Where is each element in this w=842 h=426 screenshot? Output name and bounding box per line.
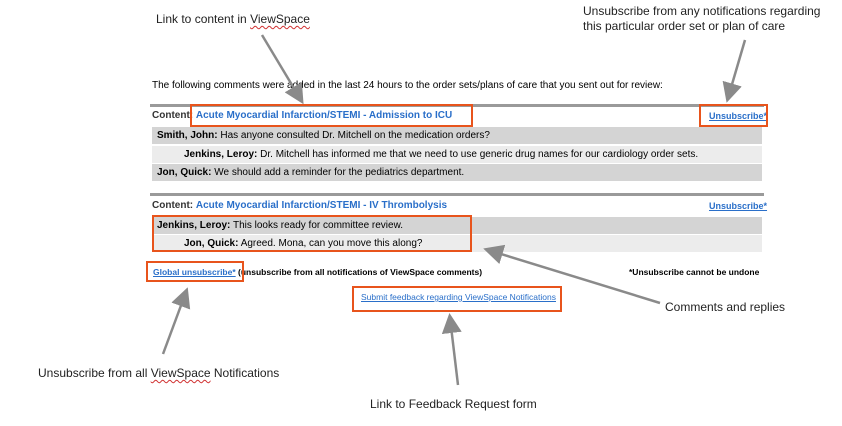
global-unsubscribe-note: (unsubscribe from all notifications of V… (238, 267, 483, 277)
comment-author: Jon, Quick: (157, 167, 212, 178)
comment-row: Smith, John: Has anyone consulted Dr. Mi… (152, 127, 762, 144)
reply-row: Jon, Quick: Agreed. Mona, can you move t… (152, 235, 762, 252)
arrow-to-unsubscribe (722, 39, 747, 103)
callout-viewspace-link: Link to content in ViewSpace (156, 12, 310, 26)
callout-comments-replies: Comments and replies (665, 300, 786, 314)
arrow-to-feedback-link (441, 313, 462, 386)
content-label: Content: (152, 110, 194, 121)
unsubscribe-link-2[interactable]: Unsubscribe* (709, 201, 768, 211)
comment-author: Jenkins, Leroy: (157, 220, 231, 231)
feedback-link[interactable]: Submit feedback regarding ViewSpace Noti… (361, 292, 556, 302)
global-unsubscribe-link[interactable]: Global unsubscribe* (153, 267, 236, 277)
highlight-global-unsubscribe (146, 261, 244, 282)
email-intro: The following comments were added in the… (152, 80, 663, 91)
callout-feedback-form: Link to Feedback Request form (370, 397, 537, 411)
content-link-admission-icu[interactable]: Acute Myocardial Infarction/STEMI - Admi… (195, 110, 453, 121)
comment-text: Dr. Mitchell has informed me that we nee… (260, 149, 699, 160)
comment-text: Has anyone consulted Dr. Mitchell on the… (220, 130, 490, 141)
comment-row: Jon, Quick: We should add a reminder for… (152, 164, 762, 181)
arrow-to-global-unsubscribe (161, 287, 191, 355)
highlight-comments (152, 215, 472, 252)
content-line-2: Content: Acute Myocardial Infarction/STE… (152, 200, 447, 211)
callout-unsubscribe-all: Unsubscribe from all ViewSpace Notificat… (38, 366, 280, 380)
highlight-content-link (190, 104, 473, 127)
comment-text: This looks ready for committee review. (232, 220, 404, 231)
reply-row: Jenkins, Leroy: Dr. Mitchell has informe… (152, 146, 762, 163)
highlight-feedback-link (352, 286, 562, 312)
comment-text: Agreed. Mona, can you move this along? (240, 238, 423, 249)
comment-author: Smith, John: (157, 130, 218, 141)
highlight-unsubscribe (699, 104, 768, 127)
content-label: Content: (152, 200, 194, 211)
global-unsubscribe-line: Global unsubscribe* (unsubscribe from al… (153, 267, 482, 277)
arrow-to-comments (483, 244, 661, 305)
unsubscribe-link-1[interactable]: Unsubscribe* (709, 111, 768, 121)
comment-author: Jon, Quick: (184, 238, 239, 249)
arrow-to-content-link (260, 34, 304, 105)
cannot-undo-note: *Unsubscribe cannot be undone (629, 267, 760, 277)
callout-unsubscribe-plan: Unsubscribe from any notifications regar… (583, 4, 821, 33)
content-line-1: Content: Acute Myocardial Infarction/STE… (152, 110, 452, 121)
section-divider (150, 193, 764, 196)
comment-row: Jenkins, Leroy: This looks ready for com… (152, 217, 762, 234)
comment-author: Jenkins, Leroy: (184, 149, 258, 160)
content-link-iv-thrombolysis[interactable]: Acute Myocardial Infarction/STEMI - IV T… (195, 200, 448, 211)
comment-text: We should add a reminder for the pediatr… (214, 167, 465, 178)
